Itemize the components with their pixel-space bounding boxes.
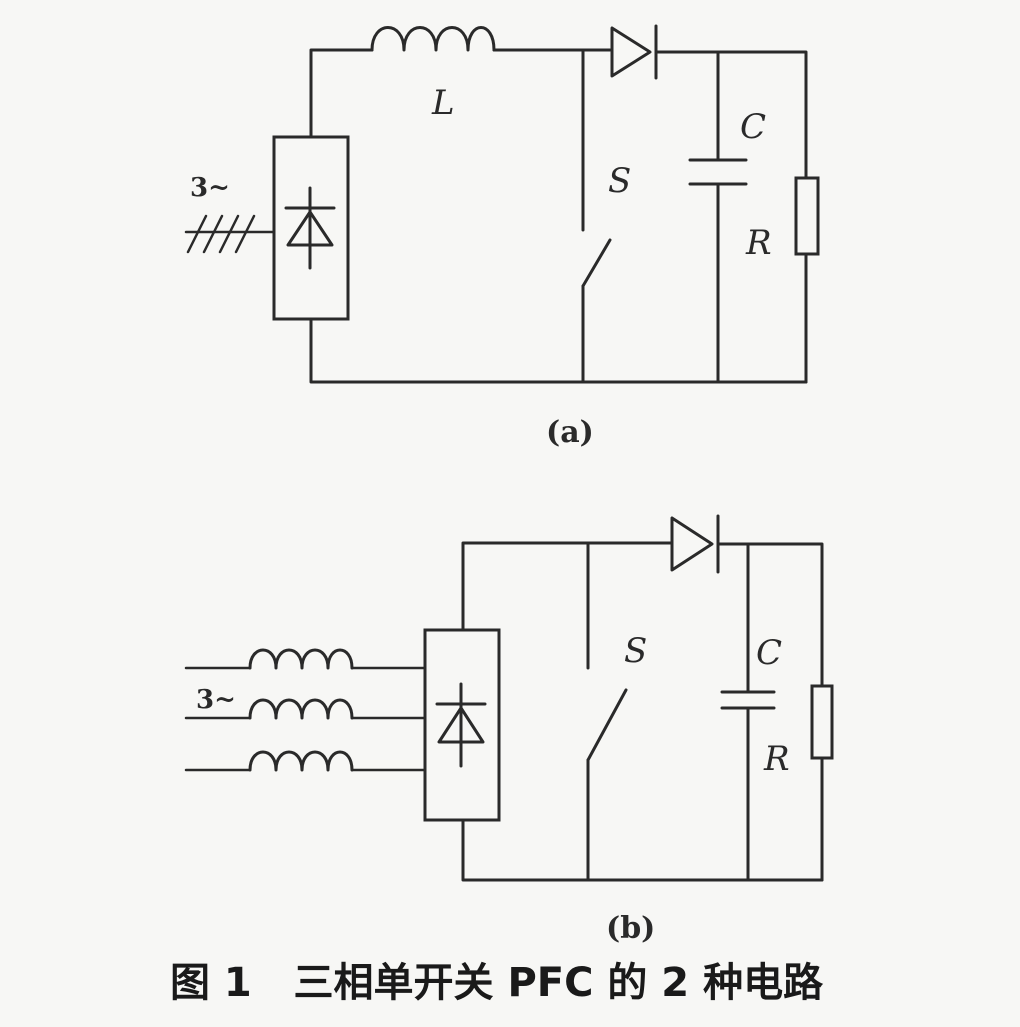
input-phase-3 bbox=[184, 750, 427, 772]
resistor-b bbox=[810, 684, 834, 760]
wire-a-left-top bbox=[309, 48, 374, 139]
inductor-label-a: L bbox=[431, 83, 455, 123]
switch-a-blade bbox=[581, 238, 612, 288]
input-phase-1 bbox=[184, 648, 427, 670]
wire-b-top-right bbox=[716, 542, 824, 688]
resistor-label-b: R bbox=[763, 739, 790, 779]
diode-b bbox=[670, 514, 720, 574]
switch-b-blade bbox=[586, 688, 628, 762]
caption-a: (a) bbox=[546, 415, 594, 450]
wire-a-top-right bbox=[654, 50, 808, 182]
capacitor-label-b: C bbox=[756, 633, 782, 673]
switch-label-b: S bbox=[624, 631, 647, 671]
resistor-a bbox=[794, 176, 820, 256]
wire-a-bottom bbox=[309, 317, 808, 384]
resistor-label-a: R bbox=[745, 223, 772, 263]
inductor-a bbox=[370, 26, 496, 52]
diode-a bbox=[610, 24, 658, 80]
rectifier-a-diode-icon bbox=[284, 186, 336, 270]
wire-b-top-left bbox=[461, 541, 674, 632]
circuit-b: 3~ S C R (b) bbox=[184, 514, 834, 946]
switch-label-a: S bbox=[608, 161, 631, 201]
circuit-a: 3~ L S C R (a) bbox=[184, 24, 820, 450]
input-phase-2 bbox=[184, 698, 427, 720]
caption-b: (b) bbox=[606, 911, 655, 946]
rectifier-b-diode-icon bbox=[435, 682, 487, 768]
source-label-a: 3~ bbox=[190, 173, 230, 203]
capacitor-label-a: C bbox=[740, 107, 766, 147]
wire-b-bottom bbox=[461, 818, 824, 882]
source-label-b: 3~ bbox=[196, 685, 236, 715]
figure-caption: 图 1 三相单开关 PFC 的 2 种电路 bbox=[170, 960, 824, 1006]
three-phase-input-a bbox=[184, 214, 276, 254]
